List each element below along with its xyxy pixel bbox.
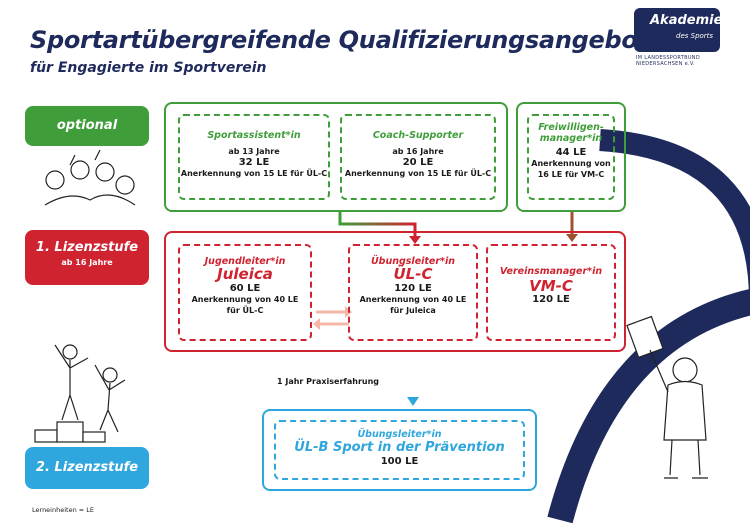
level-optional: optional [25, 106, 149, 146]
box-note-2: für ÜL-C [226, 306, 264, 315]
box-freiwilligenmanager: Freiwilligen- manager*in 44 LE Anerkennu… [527, 114, 615, 200]
box-title: Übungsleiter*in [357, 429, 442, 440]
box-jugendleiter: Jugendleiter*in Juleica 60 LE Anerkennun… [178, 244, 312, 341]
group-sports-icon [44, 149, 136, 206]
clipboard-person-icon [626, 315, 708, 479]
box-note: Anerkennung von 40 LE [191, 295, 299, 304]
box-note: Anerkennung von 40 LE [359, 295, 467, 304]
box-note: Anerkennung von 15 LE für ÜL-C [344, 169, 492, 178]
arrow-head [313, 318, 320, 330]
box-le: 120 LE [394, 283, 432, 294]
level-lizenz-2: 2. Lizenzstufe [25, 447, 149, 489]
box-le: 32 LE [238, 157, 270, 168]
level-lizenz-1: 1. Lizenzstufe ab 16 Jahre [25, 230, 149, 285]
optional-frame [164, 102, 508, 212]
level-lizenz-1-label: 1. Lizenzstufe [35, 240, 139, 255]
box-uebungsleiter-c: Übungsleiter*in ÜL-C 120 LE Anerkennung … [348, 244, 478, 341]
logo-caption: IM LANDESSPORTBUND NIEDERSACHSEN e.V. [636, 55, 700, 67]
box-note: Anerkennung von 15 LE für ÜL-C [180, 169, 328, 178]
box-big-title: ÜL-B Sport in der Prävention [294, 440, 505, 455]
box-age: ab 16 Jahre [392, 147, 444, 156]
box-le: 60 LE [229, 283, 261, 294]
logo-text-sub: des Sports [676, 32, 714, 40]
praxis-note: 1 Jahr Praxiserfahrung [277, 377, 380, 386]
swoosh-decoration [599, 129, 750, 301]
level-lizenz-1-age: ab 16 Jahre [61, 258, 113, 267]
box-uebungsleiter-b: Übungsleiter*in ÜL-B Sport in der Präven… [274, 420, 525, 480]
box-le: 100 LE [380, 456, 419, 467]
logo-text: Akademie [650, 13, 723, 28]
arrow-head [566, 234, 578, 242]
box-note-2: 16 LE für VM-C [537, 170, 605, 179]
box-title: Jugendleiter*in [204, 256, 286, 267]
academy-logo: Akademie des Sports [634, 8, 723, 52]
arrow-head [407, 397, 419, 406]
box-title: Coach-Supporter [372, 130, 464, 141]
swoosh-decoration [547, 288, 750, 524]
box-title: Sportassistent*in [207, 130, 301, 141]
box-le: 44 LE [555, 147, 587, 158]
box-title-2: manager*in [539, 133, 603, 144]
box-big-title: ÜL-C [393, 265, 433, 283]
arrow-head [409, 236, 421, 244]
footnote: Lerneinheiten = LE [32, 506, 95, 514]
page-title: Sportartübergreifende Qualifizierungsang… [30, 26, 665, 54]
box-note: Anerkennung von [531, 159, 611, 168]
box-le: 120 LE [532, 294, 570, 305]
box-age: ab 13 Jahre [228, 147, 280, 156]
box-coach-supporter: Coach-Supporter ab 16 Jahre 20 LE Anerke… [340, 114, 496, 200]
page-subtitle: für Engagierte im Sportverein [30, 60, 267, 76]
box-title: Übungsleiter*in [370, 256, 456, 267]
lizenz-1-frame [164, 231, 626, 352]
box-note-2: für Juleica [390, 306, 436, 315]
box-le: 20 LE [402, 157, 434, 168]
box-title: Freiwilligen- [538, 122, 604, 133]
box-title: Vereinsmanager*in [499, 266, 603, 277]
box-vereinsmanager: Vereinsmanager*in VM-C 120 LE [486, 244, 616, 341]
box-sportassistent: Sportassistent*in ab 13 Jahre 32 LE Aner… [178, 114, 330, 200]
box-big-title: VM-C [529, 277, 573, 295]
podium-icon [34, 344, 126, 443]
optional-frame-2 [516, 102, 626, 212]
box-big-title: Juleica [217, 265, 273, 283]
lizenz-2-frame [262, 409, 537, 491]
